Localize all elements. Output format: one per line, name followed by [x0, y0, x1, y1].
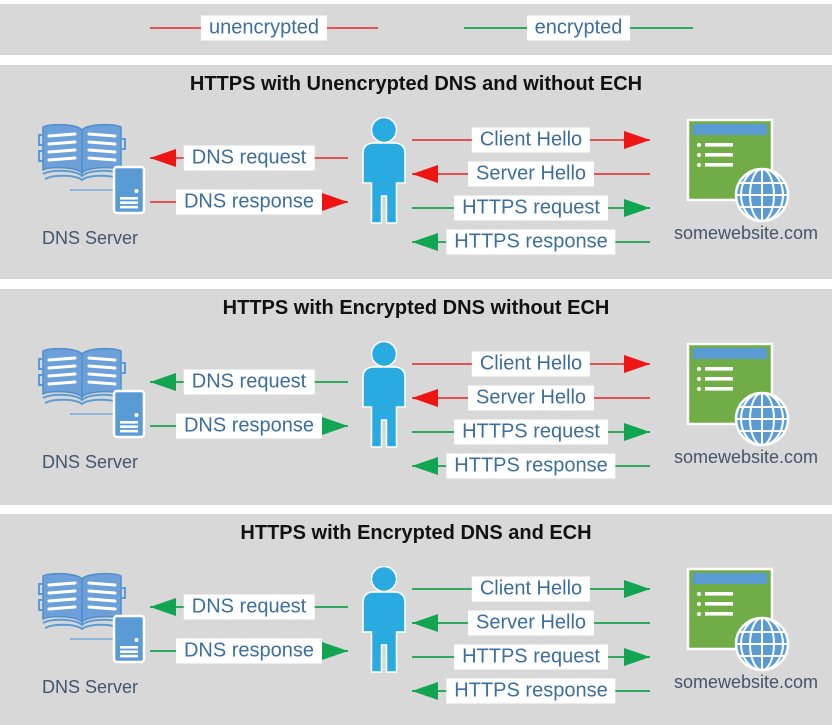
- arrow-label: HTTPS response: [446, 678, 616, 704]
- server-icon: [112, 389, 146, 439]
- browser-globe-icon: [686, 567, 792, 677]
- legend-unencrypted-label: unencrypted: [200, 15, 328, 41]
- browser-globe-icon: [686, 342, 792, 452]
- arrowhead-right-icon: [624, 131, 650, 149]
- arrow-dns-request: DNS request: [150, 145, 348, 171]
- arrowhead-right-icon: [624, 423, 650, 441]
- connector-line: [70, 189, 114, 191]
- arrowhead-left-icon: [412, 233, 438, 251]
- arrowhead-left-icon: [412, 165, 438, 183]
- panel-title: HTTPS with Encrypted DNS and ECH: [240, 522, 592, 544]
- legend-unencrypted: unencrypted: [150, 15, 378, 41]
- panel-unencrypted-dns-no-ech: HTTPS with Unencrypted DNS and without E…: [0, 65, 832, 279]
- dns-server-node: DNS Server: [36, 345, 196, 495]
- arrowhead-left-icon: [412, 457, 438, 475]
- arrowhead-left-icon: [150, 598, 176, 616]
- arrowhead-right-icon: [322, 642, 348, 660]
- arrow-label: DNS request: [183, 594, 315, 620]
- arrow-https-request: HTTPS request: [412, 419, 650, 445]
- arrow-label: Server Hello: [467, 610, 595, 636]
- arrowhead-left-icon: [150, 149, 176, 167]
- arrow-client-hello: Client Hello: [412, 576, 650, 602]
- server-icon: [112, 165, 146, 215]
- arrow-label: HTTPS request: [454, 195, 608, 221]
- person-icon: [357, 566, 411, 674]
- website-node: somewebsite.com: [666, 567, 826, 717]
- dns-server-label: DNS Server: [42, 677, 139, 697]
- arrow-label: Client Hello: [471, 576, 591, 602]
- arrow-dns-request: DNS request: [150, 594, 348, 620]
- arrow-label: Client Hello: [471, 127, 591, 153]
- panel-encrypted-dns-no-ech: HTTPS with Encrypted DNS without ECH DNS…: [0, 289, 832, 505]
- arrow-server-hello: Server Hello: [412, 610, 650, 636]
- arrow-https-response: HTTPS response: [412, 229, 650, 255]
- arrow-dns-response: DNS response: [150, 413, 348, 439]
- arrowhead-left-icon: [412, 682, 438, 700]
- arrow-label: HTTPS response: [446, 229, 616, 255]
- legend-encrypted: encrypted: [464, 15, 693, 41]
- arrow-label: DNS response: [175, 413, 323, 439]
- arrow-label: HTTPS request: [454, 644, 608, 670]
- arrow-dns-request: DNS request: [150, 369, 348, 395]
- dns-server-label: DNS Server: [42, 228, 139, 248]
- connector-line: [70, 413, 114, 415]
- arrow-server-hello: Server Hello: [412, 161, 650, 187]
- arrow-https-response: HTTPS response: [412, 678, 650, 704]
- website-label: somewebsite.com: [673, 447, 819, 467]
- arrowhead-right-icon: [624, 199, 650, 217]
- browser-globe-icon: [686, 118, 792, 228]
- arrowhead-right-icon: [322, 193, 348, 211]
- arrow-label: DNS request: [183, 145, 315, 171]
- arrowhead-left-icon: [412, 389, 438, 407]
- arrow-client-hello: Client Hello: [412, 127, 650, 153]
- arrow-label: HTTPS request: [454, 419, 608, 445]
- arrow-label: HTTPS response: [446, 453, 616, 479]
- arrow-label: DNS response: [175, 189, 323, 215]
- server-icon: [112, 614, 146, 664]
- arrow-label: Server Hello: [467, 385, 595, 411]
- arrow-dns-response: DNS response: [150, 638, 348, 664]
- dns-server-node: DNS Server: [36, 121, 196, 271]
- panel-title: HTTPS with Unencrypted DNS and without E…: [189, 73, 643, 95]
- arrowhead-right-icon: [624, 580, 650, 598]
- arrow-client-hello: Client Hello: [412, 351, 650, 377]
- website-label: somewebsite.com: [673, 223, 819, 243]
- connector-line: [70, 638, 114, 640]
- arrowhead-left-icon: [412, 614, 438, 632]
- person-icon: [357, 341, 411, 449]
- arrow-https-request: HTTPS request: [412, 644, 650, 670]
- legend-strip: unencrypted encrypted: [0, 4, 832, 55]
- arrow-label: DNS request: [183, 369, 315, 395]
- arrow-dns-response: DNS response: [150, 189, 348, 215]
- legend-encrypted-label: encrypted: [526, 15, 631, 41]
- arrowhead-right-icon: [322, 417, 348, 435]
- arrowhead-right-icon: [624, 648, 650, 666]
- arrowhead-left-icon: [150, 373, 176, 391]
- panel-title: HTTPS with Encrypted DNS without ECH: [222, 297, 610, 319]
- arrow-server-hello: Server Hello: [412, 385, 650, 411]
- person-icon: [357, 117, 411, 225]
- website-label: somewebsite.com: [673, 672, 819, 692]
- arrow-https-request: HTTPS request: [412, 195, 650, 221]
- arrow-label: Client Hello: [471, 351, 591, 377]
- website-node: somewebsite.com: [666, 118, 826, 268]
- website-node: somewebsite.com: [666, 342, 826, 492]
- arrow-label: DNS response: [175, 638, 323, 664]
- arrowhead-right-icon: [624, 355, 650, 373]
- dns-server-node: DNS Server: [36, 570, 196, 720]
- arrow-https-response: HTTPS response: [412, 453, 650, 479]
- panel-encrypted-dns-and-ech: HTTPS with Encrypted DNS and ECH DNS Ser…: [0, 514, 832, 725]
- arrow-label: Server Hello: [467, 161, 595, 187]
- dns-server-label: DNS Server: [42, 452, 139, 472]
